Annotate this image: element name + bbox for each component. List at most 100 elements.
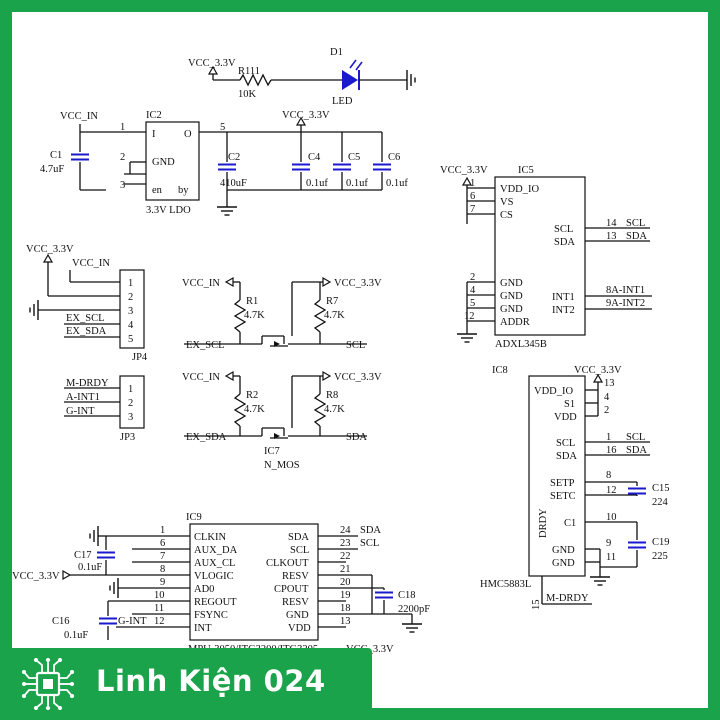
- pin-name: GND: [552, 545, 575, 556]
- pin-name: VDD: [554, 412, 577, 423]
- jp3-box: [119, 375, 145, 429]
- pin-label: 24: [340, 525, 351, 536]
- ic2-pin-name: by: [178, 185, 189, 196]
- pin-label: 2: [604, 405, 609, 416]
- pin-label: 7: [160, 551, 165, 562]
- vccin-label: VCC_IN: [72, 258, 110, 269]
- pin-label: 14: [606, 218, 617, 229]
- pin-name: S1: [564, 399, 575, 410]
- pin-label: 2: [128, 292, 133, 303]
- pin-name: INT1: [552, 292, 575, 303]
- pin-name: SDA: [556, 451, 577, 462]
- pin-label: 7: [470, 204, 475, 215]
- pin-label: 1: [606, 432, 611, 443]
- connector-jp4: VCC_3.3V VCC_IN EX_SCL EX_SDA 1 2 3 4 5 …: [26, 244, 148, 363]
- cap-value: 0.1uf: [386, 178, 408, 189]
- c18-value: 2200pF: [398, 604, 430, 615]
- pin-label: 1: [160, 525, 165, 536]
- pin-label: 9: [606, 538, 611, 549]
- nmos-label: N_MOS: [264, 460, 300, 471]
- vcc-label: VCC_3.3V: [26, 244, 74, 255]
- pin-name: VDD: [288, 623, 311, 634]
- pin-name: VS: [500, 197, 514, 208]
- hmc-part-label: HMC5883L: [480, 579, 531, 590]
- net-label: M-DRDY: [546, 593, 589, 604]
- cap-value: 0.1uf: [346, 178, 368, 189]
- r111-value: 10K: [238, 89, 257, 100]
- pin-label: 6: [470, 191, 475, 202]
- level-shifter-sda: VCC_IN R2 4.7K VCC_3.3V R8 4.7K EX_S: [182, 371, 382, 471]
- jp4-label: JP4: [132, 352, 148, 363]
- net-label: SCL: [360, 538, 379, 549]
- pin-name: GND: [500, 291, 523, 302]
- pin-label: 12: [606, 485, 617, 496]
- pin-label: 13: [606, 231, 617, 242]
- vcc-label: VCC_3.3V: [334, 278, 382, 289]
- pin-label: 2: [128, 398, 133, 409]
- pin-label: 10: [154, 590, 165, 601]
- jp4-box: [119, 269, 145, 349]
- ldo-regulator-circuit: VCC_IN C1 4.7uF 1 IC2 I O GND en by 3.3V…: [40, 110, 408, 216]
- c16-value: 0.1uF: [64, 630, 88, 641]
- pin-label: 3: [128, 412, 133, 423]
- pin-name: CLKOUT: [266, 558, 309, 569]
- pin-name: SDA: [288, 532, 309, 543]
- ldo-label: 3.3V LDO: [146, 205, 191, 216]
- pin-name: REGOUT: [194, 597, 237, 608]
- pin-label: 5: [470, 298, 475, 309]
- pin-label: 12: [464, 311, 475, 322]
- pin-label: 22: [340, 551, 351, 562]
- r7-value: 4.7K: [324, 310, 345, 321]
- pin-label: 23: [340, 538, 351, 549]
- net-label: 8A-INT1: [606, 285, 645, 296]
- ic9-label: IC9: [186, 512, 202, 523]
- pin-label: 4: [604, 392, 610, 403]
- c4-label: C4: [308, 152, 321, 163]
- vcc-label: VCC_3.3V: [574, 365, 622, 376]
- pin-label: 2: [470, 272, 475, 283]
- pin-label: 6: [160, 538, 165, 549]
- ic9-gyro: IC9 CLKIN AUX_DA AUX_CL VLOGIC AD0 REGOU…: [12, 512, 430, 655]
- cap-value: 0.1uf: [306, 178, 328, 189]
- pin-name: DRDY: [538, 508, 549, 538]
- c17-value: 0.1uF: [78, 562, 102, 573]
- pin-label: 4: [128, 320, 134, 331]
- pin-label: 1: [470, 178, 475, 189]
- resistor-r111: [239, 73, 272, 87]
- led-d1: [342, 70, 358, 90]
- r8-value: 4.7K: [324, 404, 345, 415]
- pin-name: GND: [500, 304, 523, 315]
- c2-value: 410uF: [220, 178, 247, 189]
- pin-label: 8: [606, 470, 611, 481]
- pin-name: AUX_CL: [194, 558, 235, 569]
- pin-label: 18: [340, 603, 351, 614]
- ic5-label: IC5: [518, 165, 534, 176]
- ic7-label: IC7: [264, 446, 280, 457]
- pin-name: RESV: [282, 597, 309, 608]
- jp3-label: JP3: [120, 432, 135, 443]
- pin-name: SCL: [290, 545, 309, 556]
- r2-label: R2: [246, 390, 258, 401]
- pin-name: AD0: [194, 584, 214, 595]
- pin-label: 21: [340, 564, 351, 575]
- pin-label: 13: [340, 616, 351, 627]
- pin-name: CS: [500, 210, 513, 221]
- pin-name: FSYNC: [194, 610, 228, 621]
- led-indicator-circuit: VCC_3.3V R111 10K D1 LED: [188, 47, 416, 107]
- vccin-label: VCC_IN: [60, 111, 98, 122]
- ic8-label: IC8: [492, 365, 508, 376]
- chip-circuit-icon: [22, 658, 74, 710]
- pin-label: 16: [606, 445, 617, 456]
- net-label: SCL: [626, 218, 645, 229]
- pin-name: GND: [286, 610, 309, 621]
- schematic-sheet: [12, 12, 708, 708]
- pin-label: 11: [154, 603, 164, 614]
- net-label: SCL: [346, 340, 365, 351]
- vccin-label: VCC_IN: [182, 372, 220, 383]
- pin-name: ADDR: [500, 317, 530, 328]
- c19-value: 225: [652, 551, 668, 562]
- pin-name: SETC: [550, 491, 576, 502]
- pin-name: SCL: [554, 224, 573, 235]
- c2-label: C2: [228, 152, 240, 163]
- pin-label: 3: [128, 306, 133, 317]
